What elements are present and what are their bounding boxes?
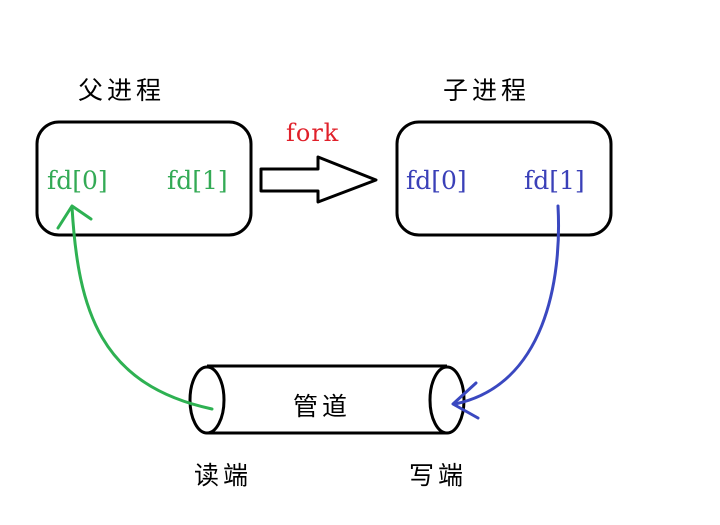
write-end-arrow [453, 204, 560, 406]
read-end-arrow [70, 205, 214, 411]
read-end-label: 读端 [194, 461, 252, 490]
child-fd1-label: fd[1] [524, 166, 585, 195]
write-end-label: 写端 [409, 461, 467, 490]
child-fd0-label: fd[0] [406, 166, 467, 195]
parent-fd1-label: fd[1] [167, 166, 228, 195]
pipe-cylinder [188, 364, 466, 435]
parent-fd0-label: fd[0] [47, 166, 108, 195]
child-process-title: 子进程 [443, 76, 530, 105]
fork-label: fork [286, 119, 339, 147]
write-arrowhead-icon [451, 381, 480, 420]
read-arrowhead-icon [56, 204, 93, 230]
pipe-label: 管道 [293, 392, 351, 421]
parent-process-title: 父进程 [78, 76, 165, 105]
fork-arrow-icon [259, 155, 378, 204]
parent-process-box [35, 120, 253, 237]
